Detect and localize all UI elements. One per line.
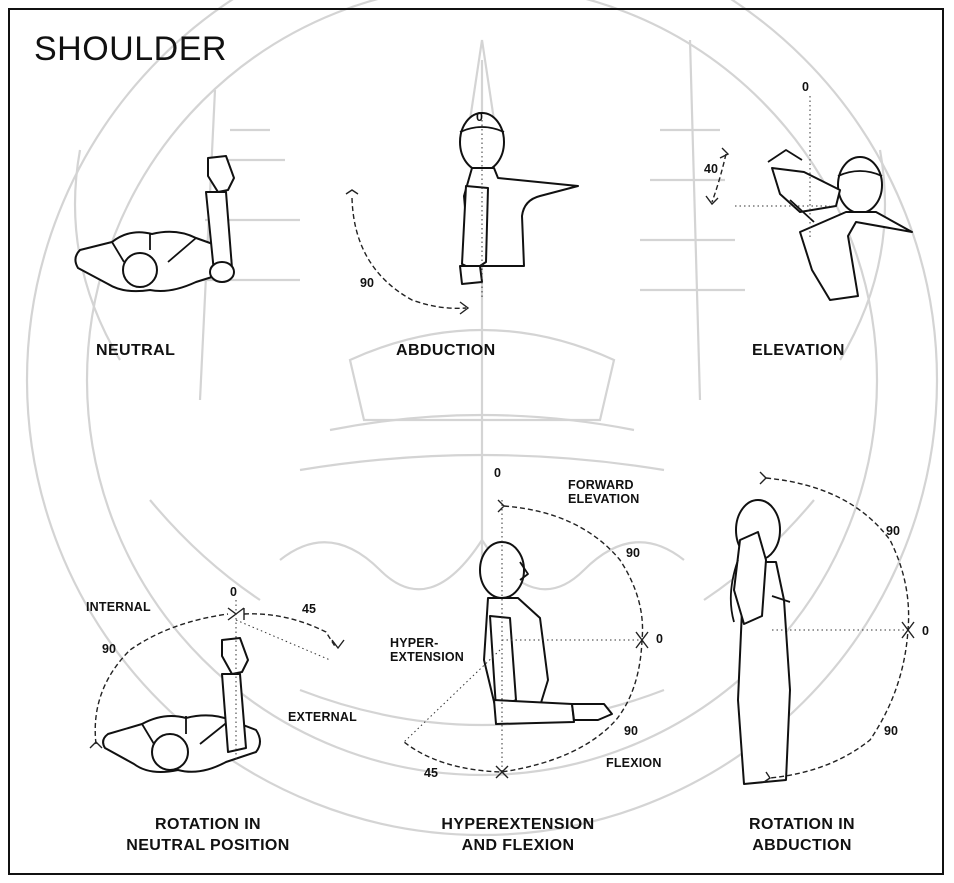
degree-rot-abd-0: 0 bbox=[922, 624, 929, 638]
degree-hf-0-right: 0 bbox=[656, 632, 663, 646]
degree-abduction-0: 0 bbox=[476, 110, 483, 124]
caption-neutral: NEUTRAL bbox=[96, 340, 175, 361]
caption-rotation-abduction-line2: ABDUCTION bbox=[722, 835, 882, 856]
neutral-figure bbox=[75, 156, 234, 291]
degree-elevation-0: 0 bbox=[802, 80, 809, 94]
caption-rotation-neutral: ROTATION IN NEUTRAL POSITION bbox=[88, 814, 328, 856]
degree-hf-45: 45 bbox=[424, 766, 438, 780]
degree-rot-neutral-0: 0 bbox=[230, 585, 237, 599]
label-hyper-extension-line1: HYPER- bbox=[390, 636, 464, 650]
label-flexion: FLEXION bbox=[606, 756, 662, 770]
label-hyper-extension: HYPER- EXTENSION bbox=[390, 636, 464, 664]
label-internal: INTERNAL bbox=[86, 600, 151, 614]
degree-abduction-90: 90 bbox=[360, 276, 374, 290]
degree-hf-0-top: 0 bbox=[494, 466, 501, 480]
caption-hyperextension-flexion-line1: HYPEREXTENSION bbox=[408, 814, 628, 835]
degree-rot-neutral-45: 45 bbox=[302, 602, 316, 616]
label-forward-elevation: FORWARD ELEVATION bbox=[568, 478, 639, 506]
caption-elevation: ELEVATION bbox=[752, 340, 845, 361]
degree-hf-90-lower: 90 bbox=[624, 724, 638, 738]
caption-rotation-neutral-line1: ROTATION IN bbox=[88, 814, 328, 835]
label-forward-elevation-line2: ELEVATION bbox=[568, 492, 639, 506]
label-hyper-extension-line2: EXTENSION bbox=[390, 650, 464, 664]
degree-rot-neutral-90: 90 bbox=[102, 642, 116, 656]
label-external: EXTERNAL bbox=[288, 710, 357, 724]
degree-hf-90-upper: 90 bbox=[626, 546, 640, 560]
rotation-neutral-figure bbox=[90, 600, 344, 772]
caption-rotation-abduction-line1: ROTATION IN bbox=[722, 814, 882, 835]
elevation-figure bbox=[706, 96, 912, 300]
label-forward-elevation-line1: FORWARD bbox=[568, 478, 639, 492]
caption-hyperextension-flexion: HYPEREXTENSION AND FLEXION bbox=[408, 814, 628, 856]
page-title: SHOULDER bbox=[34, 30, 227, 69]
abduction-figure bbox=[346, 113, 578, 314]
caption-abduction: ABDUCTION bbox=[396, 340, 496, 361]
degree-rot-abd-90-bottom: 90 bbox=[884, 724, 898, 738]
caption-rotation-neutral-line2: NEUTRAL POSITION bbox=[88, 835, 328, 856]
degree-rot-abd-90-top: 90 bbox=[886, 524, 900, 538]
caption-hyperextension-flexion-line2: AND FLEXION bbox=[408, 835, 628, 856]
caption-rotation-abduction: ROTATION IN ABDUCTION bbox=[722, 814, 882, 856]
degree-elevation-40: 40 bbox=[704, 162, 718, 176]
